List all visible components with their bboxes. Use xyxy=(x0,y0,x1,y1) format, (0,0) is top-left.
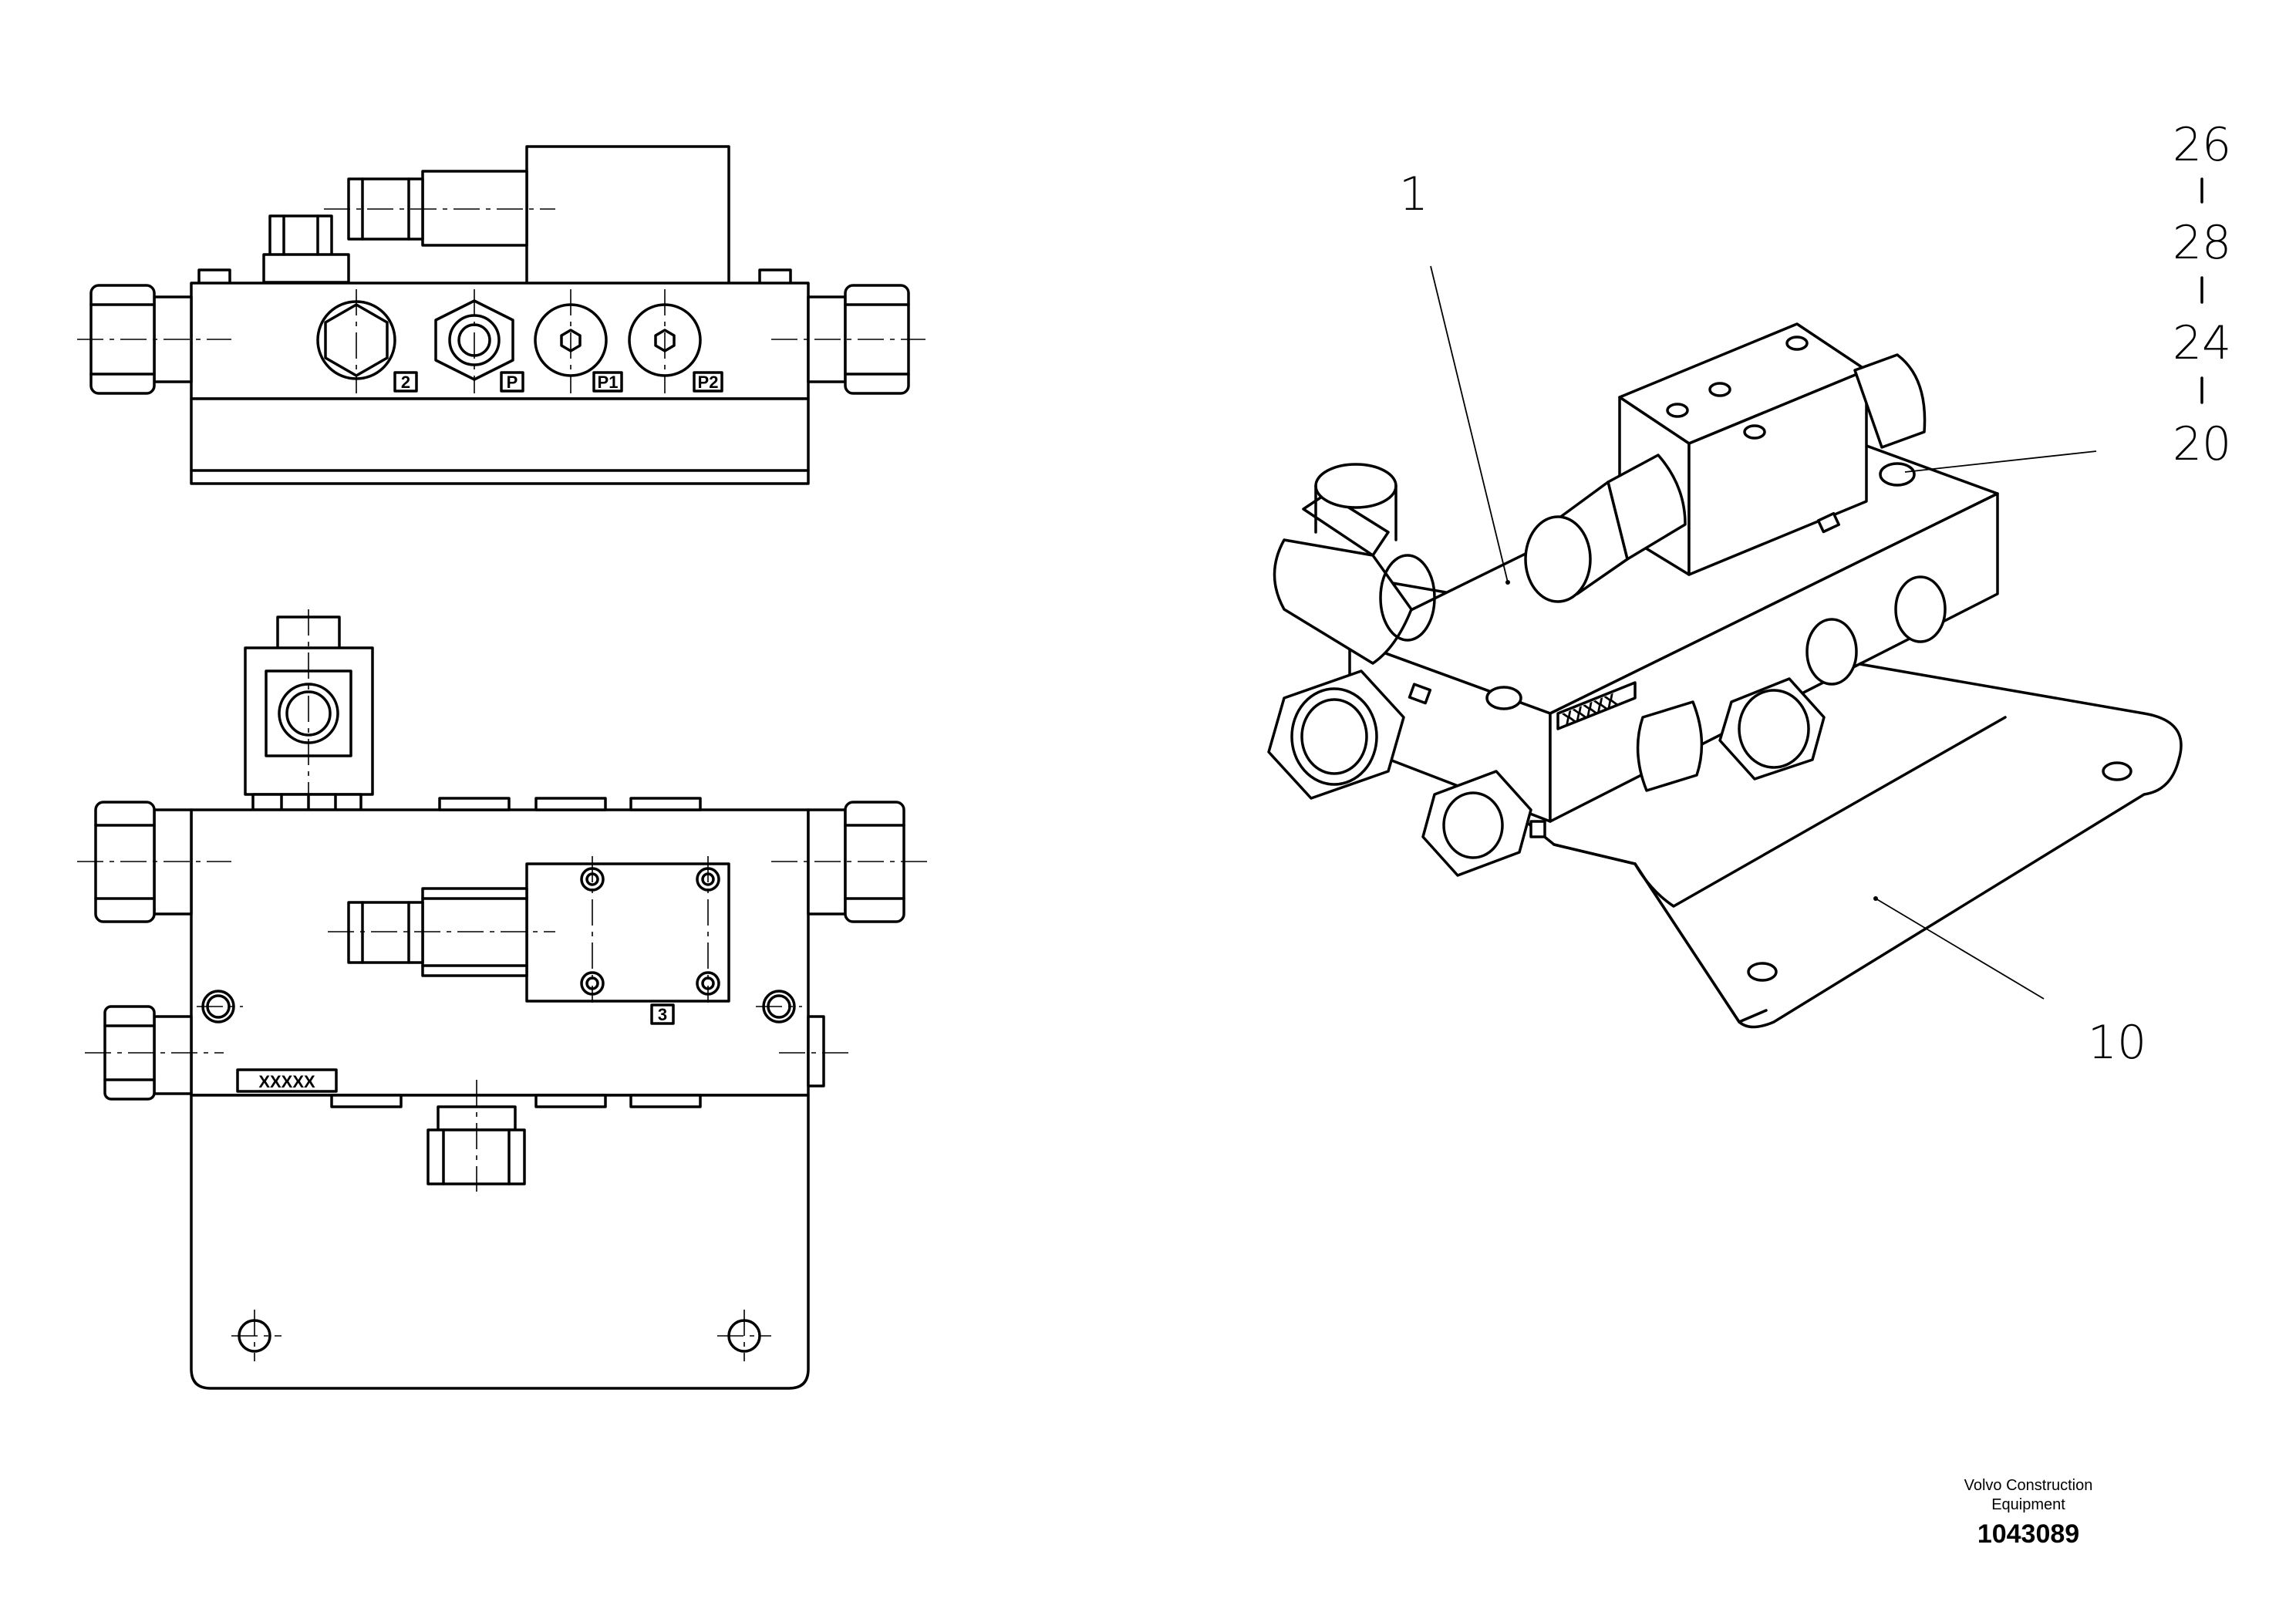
top-view: 3 XXXXX xyxy=(77,609,933,1390)
port-label-2: 2 xyxy=(401,373,410,392)
port-label-p1: P1 xyxy=(598,373,619,392)
port-label-box-p2 xyxy=(693,371,723,393)
front-view: 2 P P1 P2 xyxy=(77,145,925,485)
footer-company-line1: Volvo Construction xyxy=(1964,1477,2093,1494)
callout-stack-26: 26 xyxy=(2173,118,2231,172)
iso-view: XXXXX xyxy=(1267,322,2183,1029)
top-view-port-label-3: 3 xyxy=(658,1005,667,1024)
footer-company-line2: Equipment xyxy=(1991,1496,2065,1513)
callout-item-10: 10 xyxy=(2088,1016,2146,1070)
callouts: 1 10 26 28 24 20 xyxy=(1399,118,2231,1070)
port-label-p2: P2 xyxy=(698,373,719,392)
callout-stack-24: 24 xyxy=(2173,316,2231,370)
port-label-box-2 xyxy=(393,371,418,393)
callout-stack-20: 20 xyxy=(2173,417,2231,471)
port-label-p: P xyxy=(507,373,518,392)
callout-stack-28: 28 xyxy=(2173,216,2231,270)
port-label-box-p xyxy=(500,371,524,393)
port-label-box-p1 xyxy=(592,371,623,393)
footer: Volvo Construction Equipment 1043089 xyxy=(1964,1477,2093,1549)
top-view-marking: XXXXX xyxy=(258,1072,315,1091)
footer-drawing-number: 1043089 xyxy=(1977,1519,2079,1549)
callout-item-1: 1 xyxy=(1399,167,1428,221)
